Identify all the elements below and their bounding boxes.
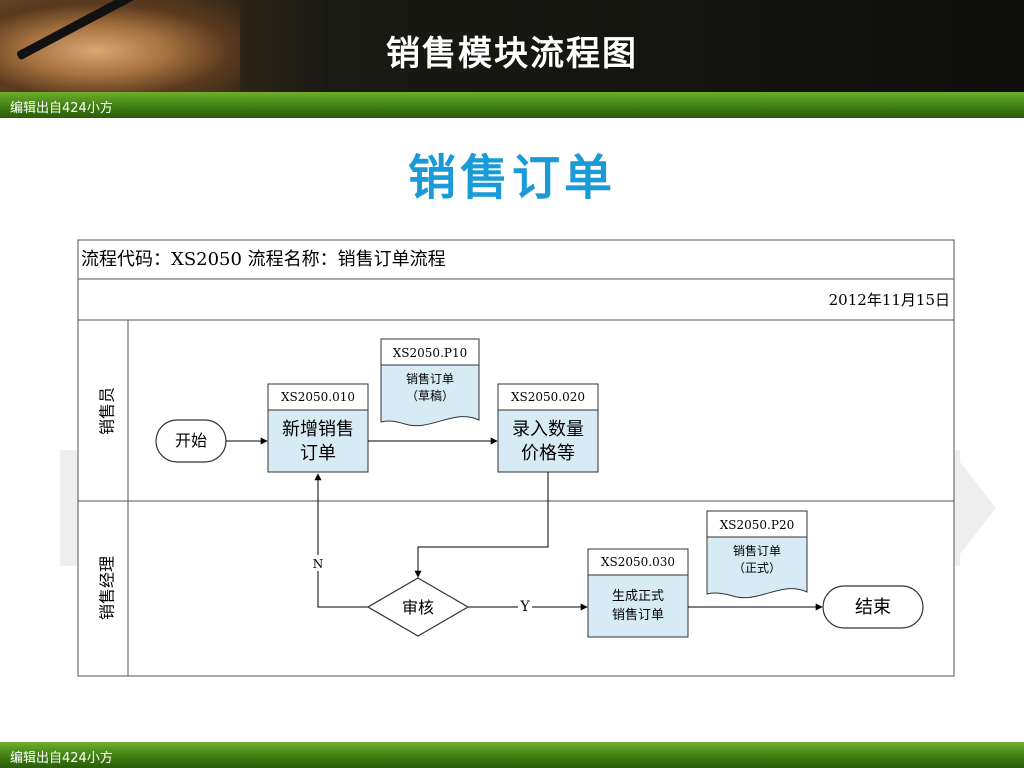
bottom-green-bar: 编辑出自424小方: [0, 742, 1024, 768]
step-enter-quantity: [497, 383, 599, 473]
step3-line1: 生成正式: [612, 589, 664, 604]
lane-label-salesperson: 销售员: [98, 387, 117, 435]
top-green-bar: 编辑出自424小方: [0, 92, 1024, 118]
step1-line1: 新增销售: [282, 419, 354, 440]
decision-review: [366, 577, 470, 637]
step2-line2: 价格等: [521, 443, 575, 464]
step3-line2: 销售订单: [612, 607, 664, 623]
label-yes: Y: [519, 599, 530, 615]
label-no: N: [313, 557, 324, 571]
flow-date: 2012年11月15日: [829, 291, 950, 309]
watermark-top: 编辑出自424小方: [10, 101, 113, 116]
step1-line2: 订单: [300, 443, 336, 464]
decision-label: 审核: [402, 598, 434, 617]
step3-code: XS2050.030: [601, 555, 675, 569]
end-label: 结束: [855, 597, 891, 618]
page-title: 销售模块流程图: [386, 34, 638, 74]
doc2-line2: （正式）: [733, 561, 781, 575]
doc1-line1: 销售订单: [406, 371, 454, 386]
start-label: 开始: [175, 431, 207, 450]
step2-line1: 录入数量: [512, 419, 584, 440]
document-draft: [380, 338, 480, 427]
doc2-line1: 销售订单: [733, 543, 781, 558]
flow-code-line: 流程代码：XS2050 流程名称：销售订单流程: [81, 249, 446, 270]
doc2-code: XS2050.P20: [720, 518, 794, 532]
header-banner: 销售模块流程图: [0, 0, 1024, 92]
doc1-code: XS2050.P10: [393, 346, 467, 360]
end-node: [822, 585, 924, 629]
step2-code: XS2050.020: [511, 390, 585, 404]
document-final: [706, 510, 808, 599]
watermark-bottom: 编辑出自424小方: [10, 751, 113, 766]
doc1-line2: （草稿）: [406, 388, 454, 403]
step-new-order: [267, 383, 369, 473]
lane-label-sales-manager: 销售经理: [98, 556, 117, 620]
slide-subtitle: 销售订单: [407, 150, 616, 206]
arrow-step2-to-review: [414, 472, 549, 578]
arrow-review-reject: [314, 473, 368, 608]
step-generate-order: [587, 548, 689, 638]
step1-code: XS2050.010: [281, 390, 355, 404]
